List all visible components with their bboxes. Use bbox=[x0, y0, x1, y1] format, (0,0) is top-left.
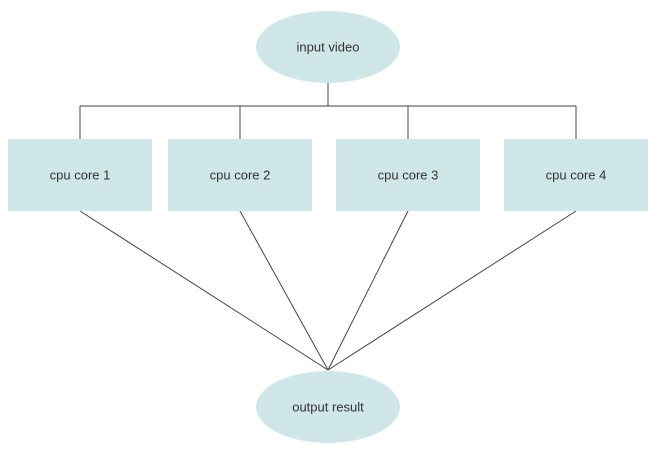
cpu-core-3-label: cpu core 3 bbox=[378, 168, 439, 183]
cpu-core-4-label: cpu core 4 bbox=[546, 168, 607, 183]
output-result-label: output result bbox=[292, 400, 364, 415]
input-video-label: input video bbox=[297, 40, 360, 55]
core-3-to-output-line bbox=[327, 210, 409, 371]
core-1-to-output-line bbox=[79, 210, 329, 371]
output-result-node[interactable]: output result bbox=[256, 371, 400, 443]
cpu-core-2-box bbox=[168, 139, 312, 211]
input-video-ellipse bbox=[256, 11, 400, 83]
core-2-to-output-line bbox=[239, 210, 329, 371]
output-result-ellipse bbox=[256, 371, 400, 443]
cpu-core-3-box bbox=[336, 139, 480, 211]
cpu-core-4-node[interactable]: cpu core 4 bbox=[504, 139, 648, 211]
cpu-core-1-box bbox=[8, 139, 152, 211]
cpu-core-2-node[interactable]: cpu core 2 bbox=[168, 139, 312, 211]
cpu-core-2-label: cpu core 2 bbox=[210, 168, 271, 183]
cpu-core-1-label: cpu core 1 bbox=[50, 168, 111, 183]
input-connectors bbox=[79, 83, 577, 139]
cpu-core-1-node[interactable]: cpu core 1 bbox=[8, 139, 152, 211]
cpu-core-4-box bbox=[504, 139, 648, 211]
cpu-core-3-node[interactable]: cpu core 3 bbox=[336, 139, 480, 211]
output-connectors bbox=[79, 210, 577, 371]
core-4-to-output-line bbox=[327, 210, 577, 371]
input-video-node[interactable]: input video bbox=[256, 11, 400, 83]
